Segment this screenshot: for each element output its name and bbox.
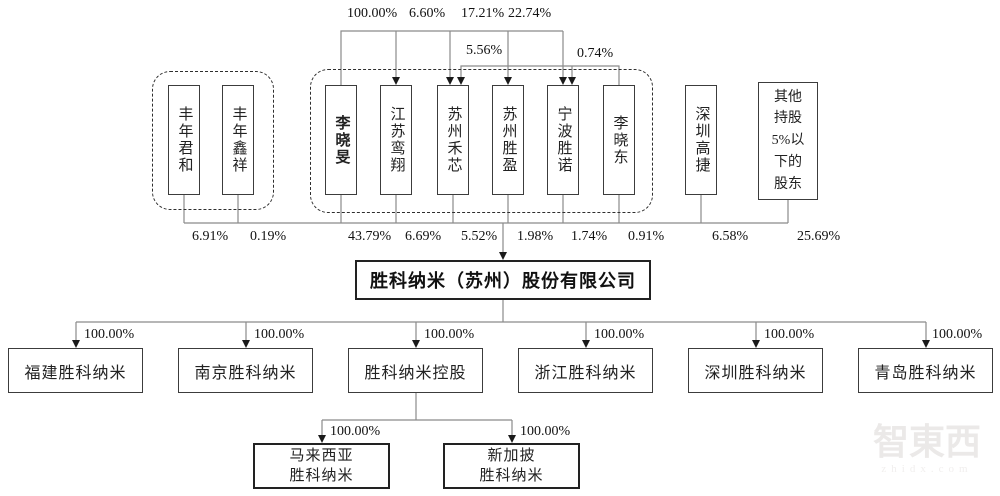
pct-nanjing: 100.00%	[254, 327, 305, 342]
shareholder-box-shenzhen-gaojie: 深圳高捷	[685, 85, 717, 195]
pct-shenzhen-gaojie: 6.58%	[712, 229, 749, 244]
subsidiary-box-malaysia-line1: 马来西亚	[289, 447, 354, 464]
subsidiary-box-qingdao: 青岛胜科纳米	[858, 348, 993, 393]
shareholder-box-suzhou-hexin: 苏州禾芯	[437, 85, 469, 195]
pct-fengnian-xinxiang: 0.19%	[250, 229, 287, 244]
shareholder-box-other-minor-shareholders: 其他 持股 5%以 下的 股东	[758, 82, 818, 200]
pct-suzhou-shengying: 1.98%	[517, 229, 554, 244]
subsidiary-box-fujian: 福建胜科纳米	[8, 348, 143, 393]
shareholder-box-li-xiaomin: 李晓旻	[325, 85, 357, 195]
pct-fengnian-junhe: 6.91%	[192, 229, 229, 244]
subsidiary-box-zhejiang: 浙江胜科纳米	[518, 348, 653, 393]
pct-shenzhen: 100.00%	[764, 327, 815, 342]
pct-qingdao: 100.00%	[932, 327, 983, 342]
pct-li-xiaomin: 43.79%	[348, 229, 392, 244]
pct-label-suzhou-hexin-lxm: 6.60%	[409, 6, 446, 21]
other-shareholders-line: 5%以	[771, 133, 805, 149]
pct-jiangsu-luanxiang: 6.69%	[405, 229, 442, 244]
other-shareholders-line: 其他	[774, 89, 802, 105]
subsidiary-box-singapore-line2: 胜科纳米	[479, 468, 544, 484]
pct-ningbo-shengnuo: 1.74%	[571, 229, 608, 244]
other-shareholders-line: 下的	[774, 154, 802, 170]
subsidiary-box-nanjing: 南京胜科纳米	[178, 348, 313, 393]
pct-label-suzhou-shengying-lxm: 17.21%	[461, 6, 505, 21]
subsidiary-box-malaysia: 马来西亚 胜科纳米	[253, 443, 390, 489]
pct-label-suzhou-hexin-lxd: 5.56%	[466, 43, 503, 58]
subsidiary-box-holdings: 胜科纳米控股	[348, 348, 483, 393]
pct-suzhou-hexin: 5.52%	[461, 229, 498, 244]
company-box-shengke-nano: 胜科纳米（苏州）股份有限公司	[355, 260, 651, 300]
subsidiary-box-singapore: 新加披 胜科纳米	[443, 443, 580, 489]
subsidiary-box-shenzhen: 深圳胜科纳米	[688, 348, 823, 393]
subsidiary-box-singapore-line1: 新加披	[487, 447, 536, 464]
shareholder-box-ningbo-shengnuo: 宁波胜诺	[547, 85, 579, 195]
pct-label-ningbo-shengnuo-lxm: 22.74%	[508, 6, 552, 21]
subsidiary-box-malaysia-line2: 胜科纳米	[289, 468, 354, 484]
dashed-group-li-family	[310, 69, 653, 213]
other-shareholders-line: 股东	[774, 176, 802, 192]
pct-other-shareholders: 25.69%	[797, 229, 841, 244]
pct-zhejiang: 100.00%	[594, 327, 645, 342]
shareholder-box-fengnian-junhe: 丰年君和	[168, 85, 200, 195]
shareholder-box-jiangsu-luanxiang: 江苏鸾翔	[380, 85, 412, 195]
shareholder-box-suzhou-shengying: 苏州胜盈	[492, 85, 524, 195]
pct-label-jiangsu-luanxiang: 100.00%	[347, 6, 398, 21]
pct-li-xiaodong: 0.91%	[628, 229, 665, 244]
pct-label-ningbo-shengnuo-lxd: 0.74%	[577, 46, 614, 61]
dashed-group-fengnian	[152, 71, 274, 210]
pct-holdings: 100.00%	[424, 327, 475, 342]
pct-malaysia: 100.00%	[330, 424, 381, 439]
shareholder-box-fengnian-xinxiang: 丰年鑫祥	[222, 85, 254, 195]
arrowheads	[72, 77, 930, 443]
pct-singapore: 100.00%	[520, 424, 571, 439]
shareholder-box-li-xiaodong: 李晓东	[603, 85, 635, 195]
other-shareholders-line: 持股	[774, 111, 802, 127]
pct-fujian: 100.00%	[84, 327, 135, 342]
